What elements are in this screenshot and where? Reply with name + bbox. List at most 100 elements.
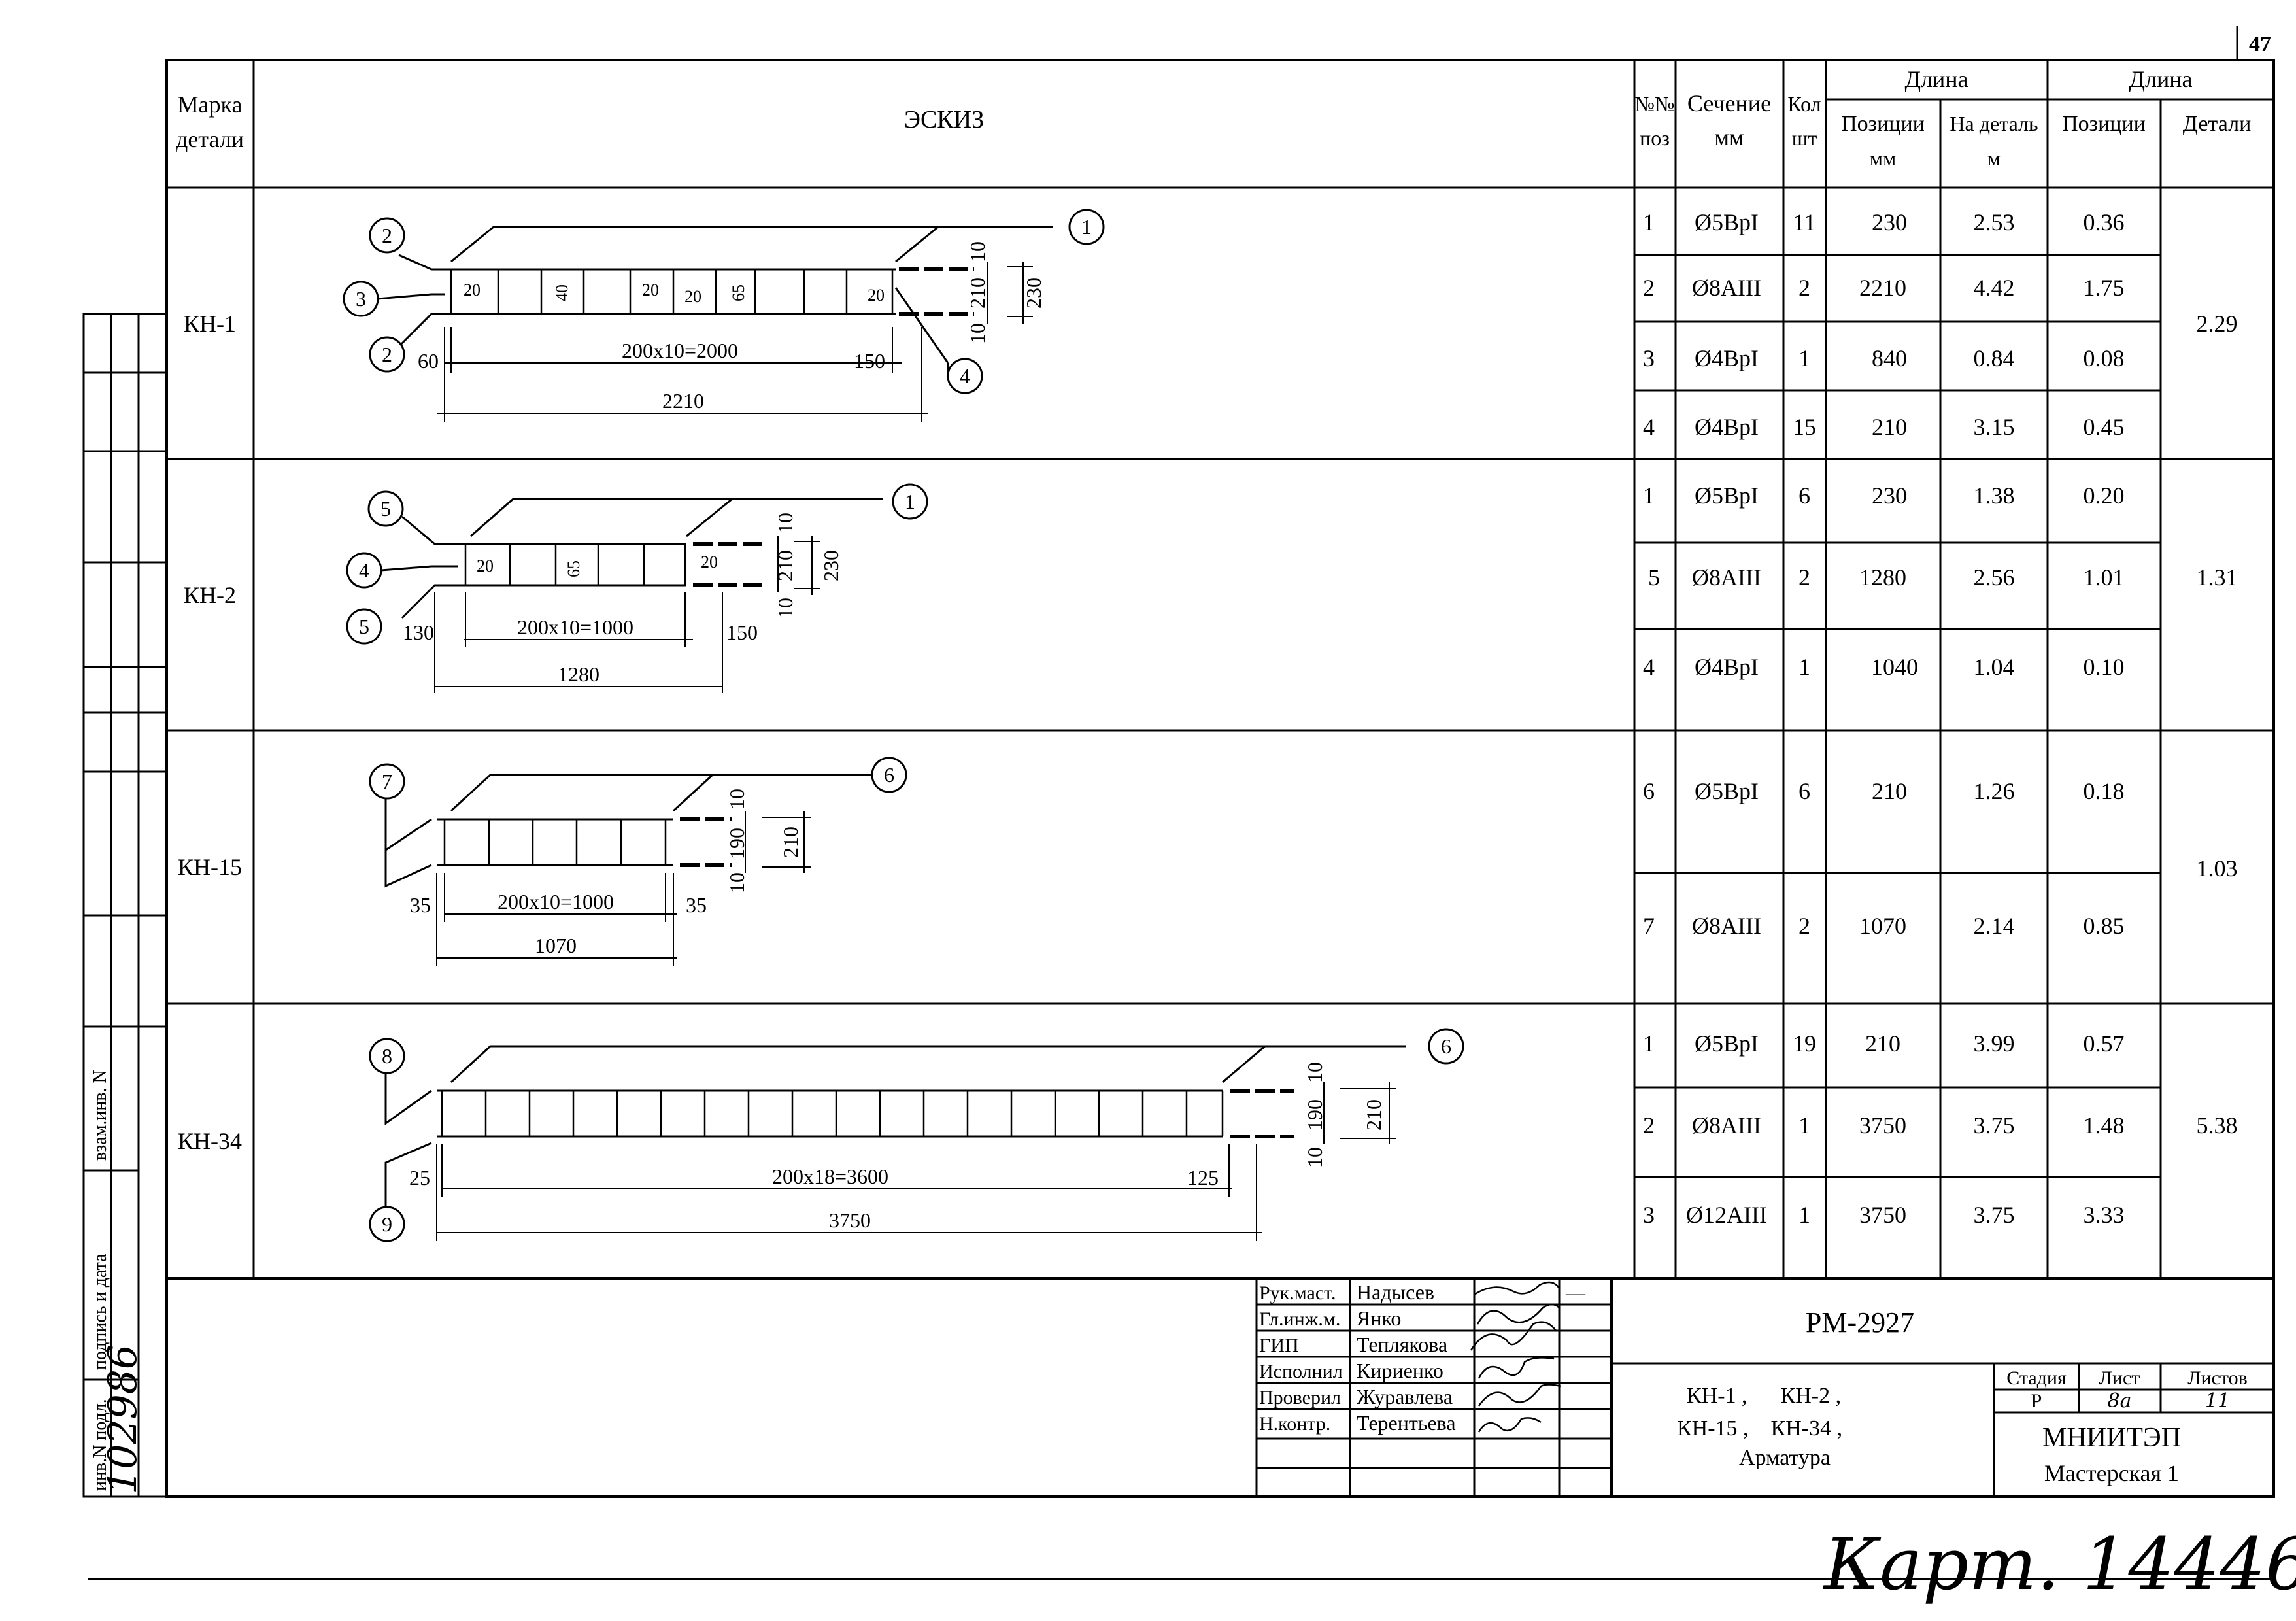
row-section: Ø5ВрI (1695, 1031, 1759, 1057)
callout-circle (369, 1206, 405, 1242)
table-row: 2 Ø8АIII 2 2210 4.42 1.75 (1643, 275, 2125, 301)
dim-step: 200x18=3600 (772, 1165, 888, 1188)
row-qty: 2 (1798, 275, 1810, 301)
sketch-kn1-text: 2 1 3 2 4 200x10=2000 60 150 2210 20 40 … (356, 215, 1092, 413)
dim-v-top: 10 (725, 789, 749, 810)
table-row: 3 Ø12АIII 1 3750 3.75 3.33 (1643, 1202, 2125, 1228)
row-mass-pos: 0.08 (2084, 345, 2125, 371)
row-len-part: 0.84 (1974, 345, 2015, 371)
signature-scribble (1470, 1321, 1557, 1351)
stamp-inv-podl-label: инв.N подл. (90, 1399, 110, 1491)
role-name: Надысев (1357, 1280, 1434, 1304)
desc-line-1: КН-1 , КН-2 , (1687, 1384, 1841, 1408)
dim-step: 200x10=2000 (622, 339, 738, 362)
stamp-podpis-label: подпись и дата (90, 1254, 110, 1370)
row-mass-pos: 0.45 (2084, 414, 2125, 440)
callout-label: 1 (1081, 215, 1092, 239)
dim-left: 35 (410, 893, 431, 917)
header-mark: Марка (178, 92, 243, 118)
header-sketch: ЭСКИЗ (904, 106, 984, 133)
stamp-inv-value: 102986 (100, 1344, 146, 1494)
row-qty: 6 (1798, 483, 1810, 509)
stage-label: Стадия (2006, 1367, 2067, 1389)
row-mass-pos: 0.10 (2084, 654, 2125, 680)
row-mass-pos: 0.85 (2084, 913, 2125, 939)
role-label: Гл.инж.м. (1259, 1308, 1340, 1330)
callout-label: 4 (960, 364, 970, 388)
row-len-part: 3.75 (1974, 1112, 2015, 1138)
dim-right: 125 (1187, 1166, 1219, 1189)
sheet-value: 8а (2108, 1390, 2132, 1412)
row-section: Ø5ВрI (1695, 483, 1759, 509)
row-len-part: 3.15 (1974, 414, 2015, 440)
total-kn2: 1.31 (2197, 564, 2238, 590)
table-row: 3 Ø4ВрI 1 840 0.84 0.08 (1643, 345, 2125, 371)
role-label: Н.контр. (1259, 1413, 1330, 1435)
table-row: 5 Ø8АIII 2 1280 2.56 1.01 (1648, 564, 2125, 590)
header-mass: Длина (2129, 66, 2192, 92)
row-qty: 1 (1798, 1202, 1810, 1228)
total-kn1: 2.29 (2197, 311, 2238, 337)
dim-a3: 20 (642, 281, 659, 299)
table-header: Марка детали ЭСКИЗ №№ поз Сечение мм Кол… (176, 66, 2251, 170)
role-label: Рук.маст. (1259, 1282, 1336, 1304)
row-len-pos: 210 (1872, 778, 1907, 804)
callout-label: 1 (905, 490, 915, 513)
sketch-kn1-callouts (343, 209, 1105, 394)
row-len-part: 3.75 (1974, 1202, 2015, 1228)
desc-line-2: КН-15 , КН-34 , (1677, 1416, 1842, 1441)
dim-v-outer: 230 (819, 550, 843, 581)
callout-circle (369, 336, 405, 373)
header-mass-pos: Позиции (2062, 112, 2146, 136)
row-mass-pos: 0.57 (2084, 1031, 2125, 1057)
callout-circle (369, 763, 405, 800)
row-len-pos: 3750 (1859, 1202, 1906, 1228)
mark-kn1: КН-1 (184, 311, 236, 337)
row-mass-pos: 3.33 (2084, 1202, 2125, 1228)
role-label: Исполнил (1259, 1361, 1343, 1382)
row-len-pos: 230 (1872, 483, 1907, 509)
row-pos: 4 (1643, 654, 1655, 680)
row-qty: 15 (1793, 414, 1816, 440)
dim-right: 35 (686, 893, 707, 917)
row-qty: 2 (1798, 913, 1810, 939)
dim-total: 1280 (558, 662, 599, 686)
org-name: МНИИТЭП (2042, 1423, 2181, 1453)
row-qty: 1 (1798, 345, 1810, 371)
dim-a3: 20 (701, 553, 718, 572)
stirrups (441, 1091, 1224, 1136)
callout-circle (367, 490, 404, 527)
dim-right: 150 (726, 621, 758, 644)
row-mass-pos: 0.20 (2084, 483, 2125, 509)
row-section: Ø5ВрI (1695, 778, 1759, 804)
row-qty: 2 (1798, 564, 1810, 590)
callout-label: 8 (382, 1044, 392, 1068)
role-name: Терентьева (1357, 1411, 1456, 1435)
dim-total: 1070 (535, 934, 577, 957)
header-length-part-2: м (1987, 146, 2001, 170)
doc-code: РМ-2927 (1806, 1306, 1914, 1339)
dim-v-inner: 210 (966, 277, 989, 309)
role-name: Янко (1357, 1306, 1401, 1330)
dim-v-top: 10 (1303, 1062, 1326, 1083)
dim-a2: 65 (564, 560, 583, 577)
dim-v-inner: 210 (773, 550, 797, 581)
stage-value: Р (2031, 1390, 2042, 1412)
row-pos: 3 (1643, 1202, 1655, 1228)
dim-a1: 20 (464, 281, 481, 299)
sketch-kn15 (384, 774, 873, 966)
row-len-pos: 1280 (1859, 564, 1906, 590)
header-mass-part: Детали (2183, 112, 2252, 136)
header-length-part: На деталь (1950, 112, 2038, 135)
row-mass-pos: 1.75 (2084, 275, 2125, 301)
row-mass-pos: 1.48 (2084, 1112, 2125, 1138)
page-number: 47 (2249, 32, 2271, 56)
stamp-vzam-label: взам.инв. N (90, 1070, 110, 1161)
row-pos: 6 (1643, 778, 1655, 804)
row-pos: 1 (1643, 209, 1655, 235)
dim-v-top: 10 (773, 513, 797, 534)
table-row: 4 Ø4ВрI 1 1040 1.04 0.10 (1643, 654, 2125, 680)
row-len-pos: 210 (1872, 414, 1907, 440)
row-len-pos: 1040 (1871, 654, 1918, 680)
dim-a4: 20 (684, 287, 701, 306)
